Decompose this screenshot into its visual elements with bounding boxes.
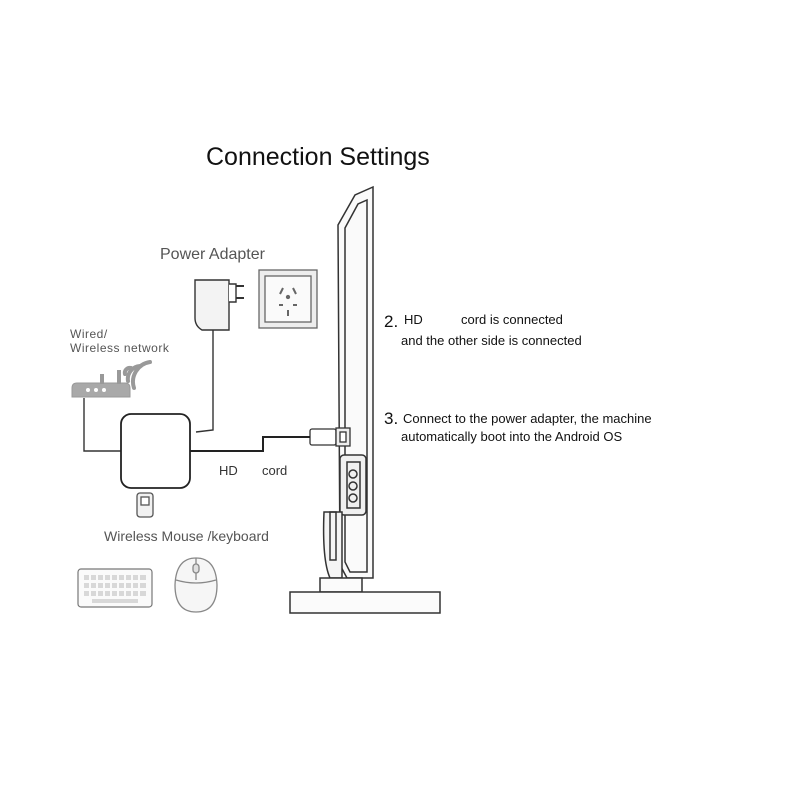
- hd-cord: [190, 436, 310, 452]
- power-adapter-icon: [194, 279, 244, 331]
- mouse-icon: [174, 557, 218, 613]
- network-label-line1: Wired/: [70, 327, 108, 341]
- hd-cord-label-hd: HD: [219, 463, 238, 478]
- step-2-number: 2.: [384, 312, 399, 331]
- step-2-line2: and the other side is connected: [401, 333, 582, 348]
- router-icon: [71, 370, 131, 398]
- usb-dongle-icon: [136, 492, 154, 518]
- network-cable: [83, 398, 123, 452]
- hd-cord-label-cord: cord: [262, 463, 288, 478]
- step-3-line1: Connect to the power adapter, the machin…: [403, 411, 652, 426]
- page-title: Connection Settings: [206, 143, 430, 171]
- power-adapter-label: Power Adapter: [160, 246, 265, 263]
- keyboard-icon: [77, 568, 153, 608]
- hdmi-port: [309, 427, 351, 447]
- step-2-line1: cord is connected: [461, 312, 563, 327]
- step-3-line2: automatically boot into the Android OS: [401, 429, 623, 444]
- step-3-number: 3.: [384, 409, 399, 428]
- wifi-signal-icon: [122, 360, 152, 390]
- tv-stand: [289, 577, 441, 614]
- wall-socket-icon: [258, 269, 318, 329]
- power-cable: [195, 330, 214, 433]
- step-2-hd: HD: [404, 312, 423, 327]
- tv-box-icon: [120, 413, 191, 489]
- mouse-keyboard-label: Wireless Mouse /keyboard: [104, 528, 269, 544]
- tv-monitor: [322, 185, 374, 579]
- network-label-line2: Wireless network: [70, 341, 170, 355]
